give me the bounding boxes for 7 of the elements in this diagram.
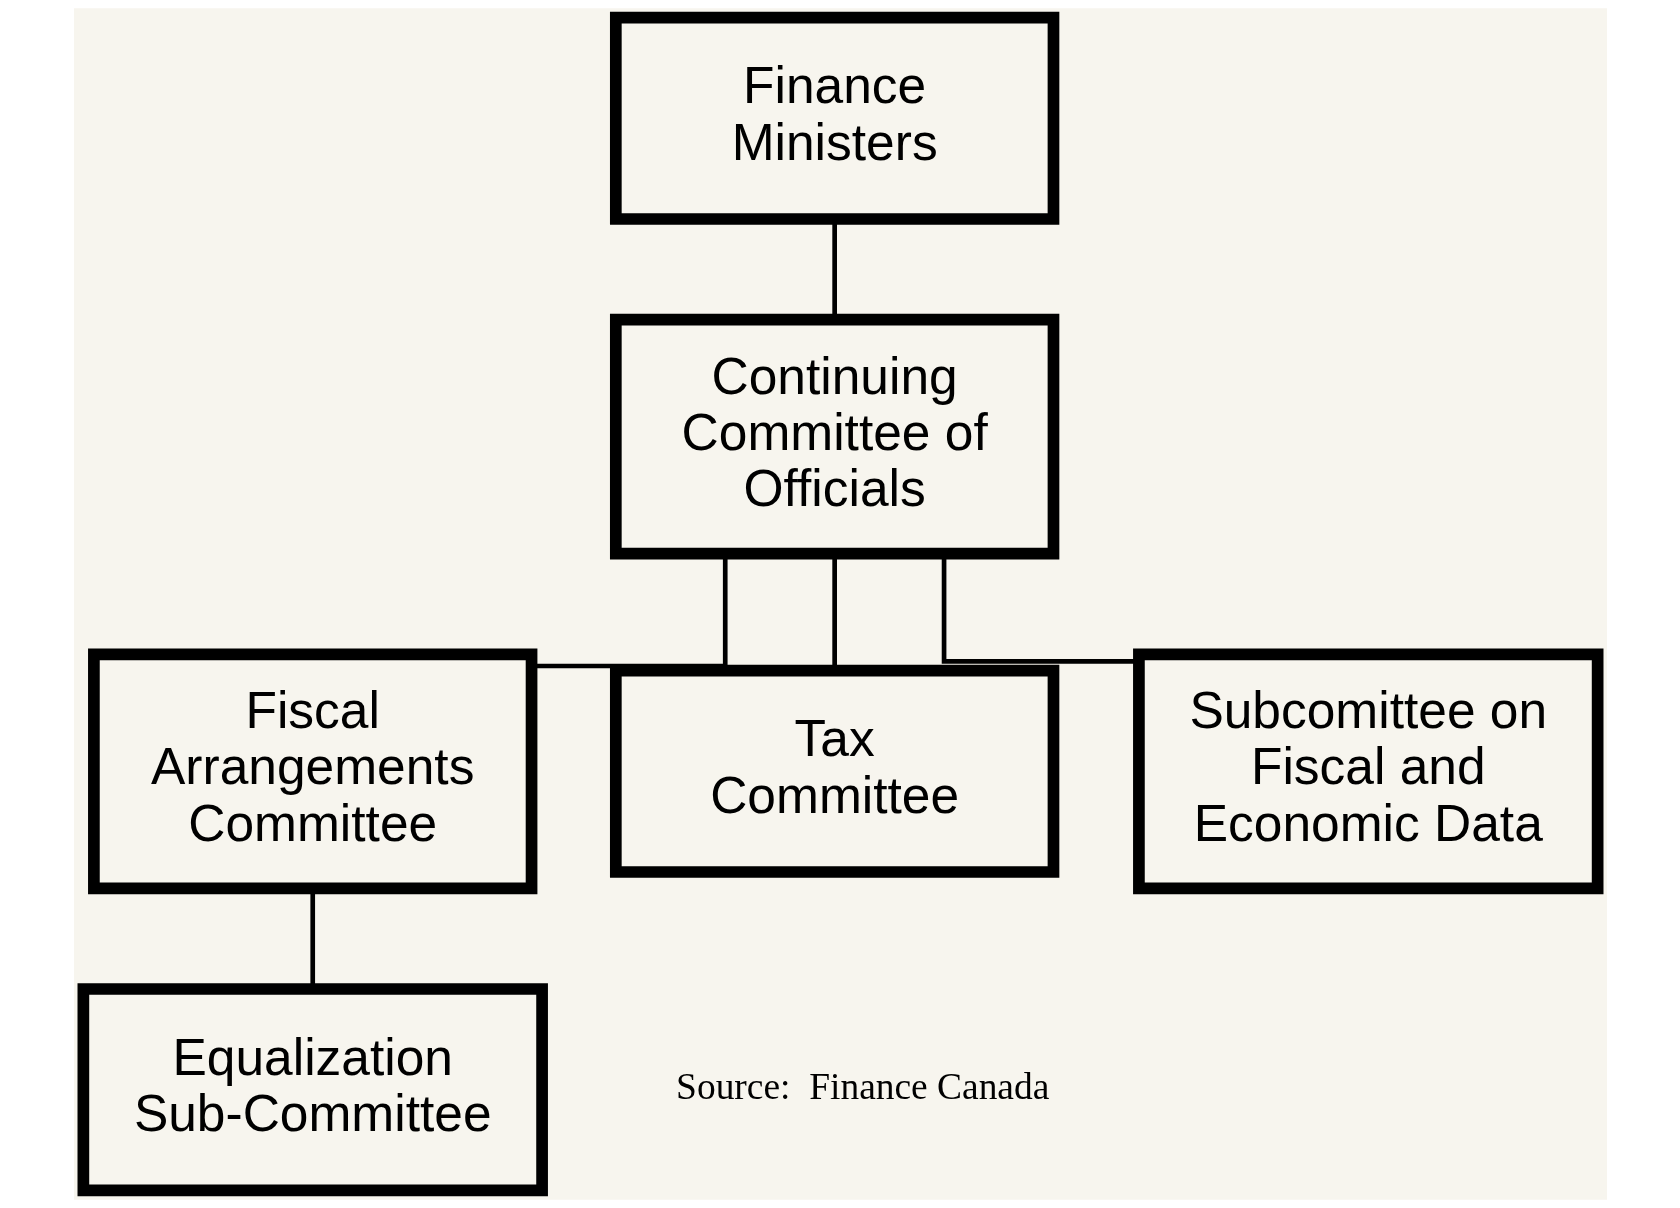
node-box: Continuing Committee of Officials xyxy=(609,313,1059,560)
node-box: Subcomittee on Fiscal and Economic Data xyxy=(1132,648,1603,895)
label: Source: Finance Canada xyxy=(675,1065,1049,1107)
node-box: Tax Committee xyxy=(609,664,1059,878)
node-box: Equalization Sub-Committee xyxy=(77,983,548,1197)
node-box: Fiscal Arrangements Committee xyxy=(87,648,537,895)
node-box: Finance Ministers xyxy=(609,11,1059,225)
